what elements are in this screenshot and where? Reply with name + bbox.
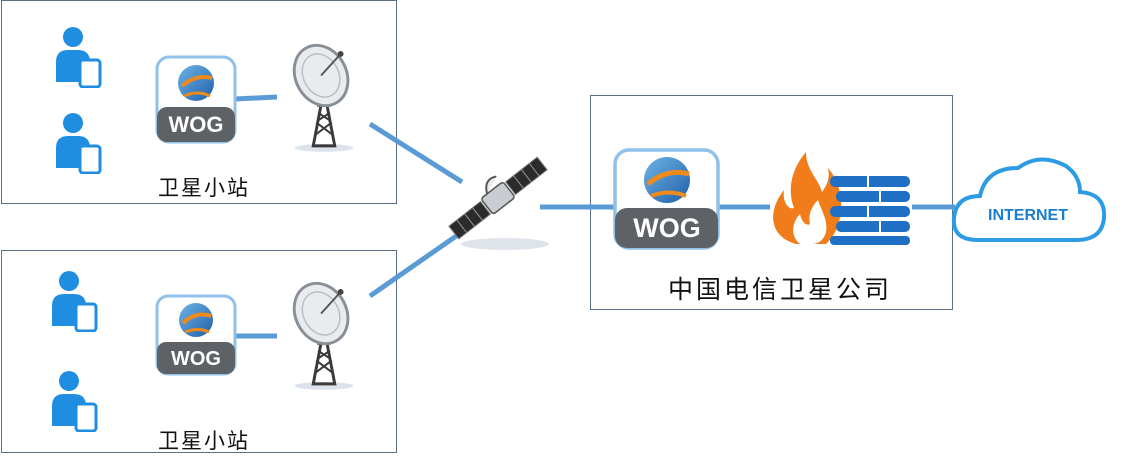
internet-cloud-icon: INTERNET [951, 157, 1107, 242]
wog-device-top: WOG [155, 55, 237, 144]
station-label-bottom: 卫星小站 [158, 429, 250, 453]
satellite-dish-icon [282, 40, 360, 154]
satellite-icon [448, 156, 549, 250]
internet-label: INTERNET [988, 207, 1068, 224]
globe-icon [644, 157, 690, 203]
satellite-dish-icon [282, 278, 360, 392]
wog-device-label: WOG [171, 348, 221, 370]
wog-device-bottom: WOG [155, 294, 237, 376]
wog-device-provider: WOG [613, 148, 720, 250]
globe-icon [179, 303, 213, 337]
firewall-icon [773, 152, 910, 245]
globe-icon [178, 65, 214, 101]
wog-device-label: WOG [633, 213, 701, 243]
provider-label: 中国电信卫星公司 [668, 275, 893, 304]
station-label-top: 卫星小站 [158, 176, 250, 200]
user-tablet-icon [50, 270, 98, 332]
user-tablet-icon [54, 112, 102, 174]
user-tablet-icon [50, 370, 98, 432]
user-tablet-icon [54, 26, 102, 88]
link-lines [233, 94, 955, 339]
wog-device-label: WOG [169, 112, 224, 137]
